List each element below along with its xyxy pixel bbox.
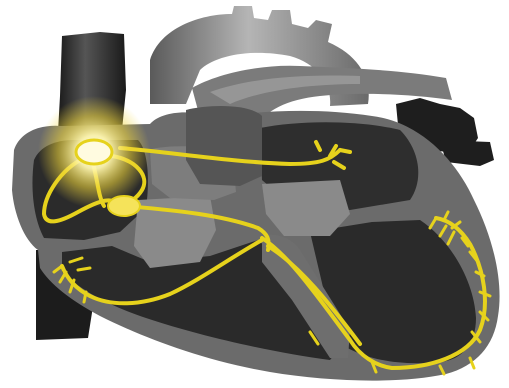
sa-node	[76, 140, 112, 164]
av-node	[108, 196, 140, 216]
aortic-root	[186, 106, 262, 186]
